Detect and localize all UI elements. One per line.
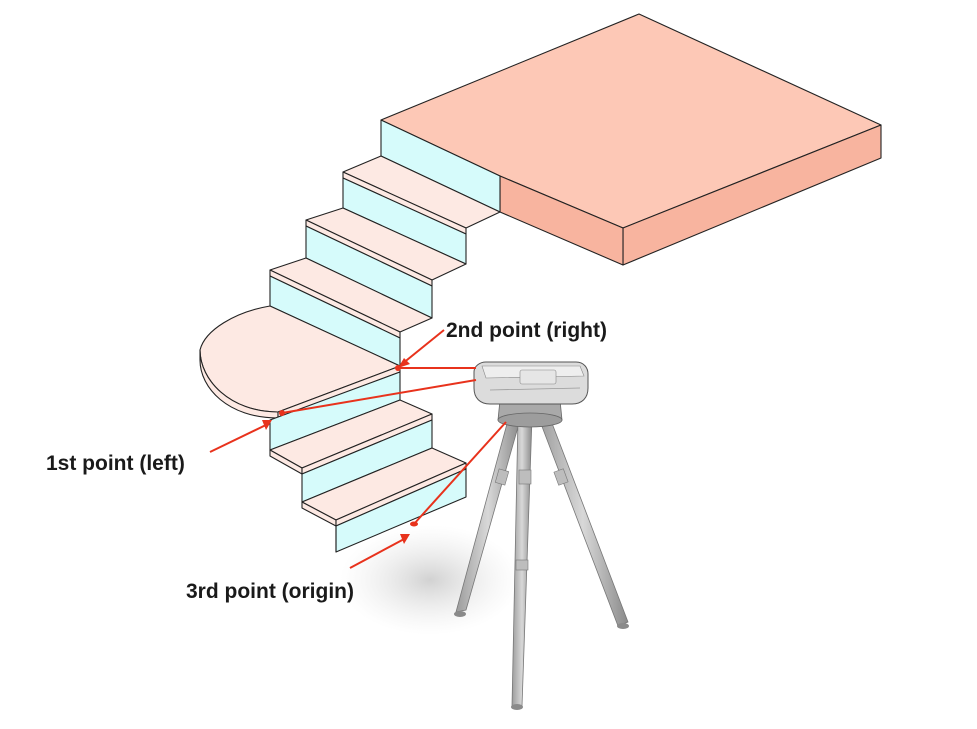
laser-measuring-device-icon <box>473 361 589 405</box>
callout-pointers <box>209 329 445 569</box>
label-first-point: 1st point (left) <box>46 452 185 475</box>
label-second-point: 2nd point (right) <box>446 319 607 342</box>
tripod-leg-right <box>537 415 629 627</box>
tripod-shadow <box>340 525 520 635</box>
landing <box>380 13 882 266</box>
label-third-point: 3rd point (origin) <box>186 580 354 603</box>
point-left-marker <box>279 410 285 416</box>
lower-stairs <box>269 371 467 553</box>
point-origin-marker <box>410 521 418 527</box>
laser-beam-origin <box>413 421 507 525</box>
upper-stairs <box>269 155 501 367</box>
mid-landing <box>199 305 401 419</box>
laser-beam-left <box>281 379 477 414</box>
tripod-icon <box>454 399 629 710</box>
